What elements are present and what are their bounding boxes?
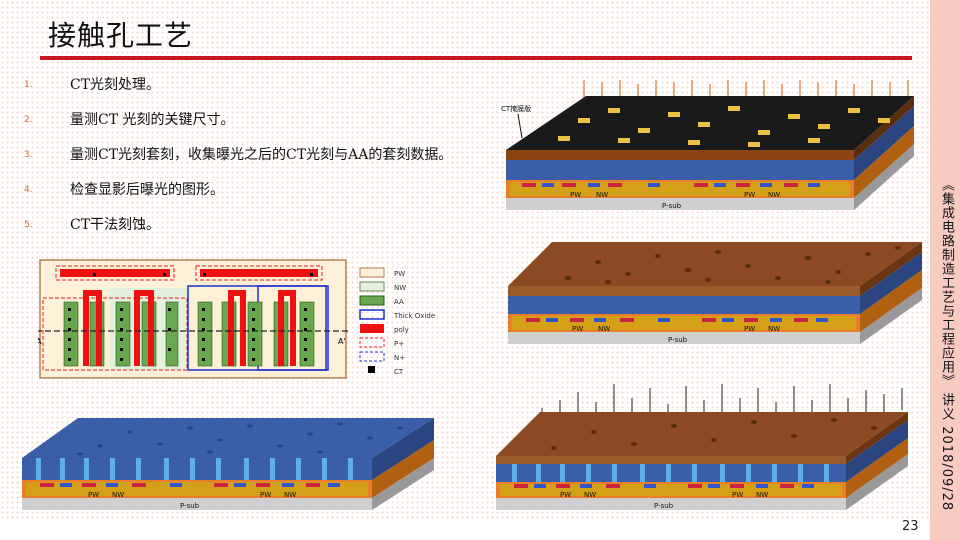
legend-label: AA: [394, 298, 404, 306]
title-rule: [40, 56, 912, 60]
legend-label: PW: [394, 270, 405, 278]
step-number: 2.: [24, 109, 70, 125]
list-item: 3.量测CT光刻套刻，收集曝光之后的CT光刻与AA的套刻数据。: [24, 144, 452, 179]
list-item: 5.CT干法刻蚀。: [24, 214, 452, 249]
psub-label: P-sub: [662, 202, 682, 210]
pw-label: PW: [560, 491, 571, 499]
pw-label: PW: [744, 191, 755, 199]
pw-label: PW: [88, 491, 99, 499]
cross-section-developed: PW NW PW NW P-sub: [508, 238, 926, 350]
nw-label: NW: [584, 491, 596, 499]
lecture-note-label: 《集成电路制造工艺与工程应用》 讲义 2018/09/28: [934, 178, 956, 518]
step-text: CT干法刻蚀。: [70, 214, 160, 234]
nw-label: NW: [112, 491, 124, 499]
nw-label: NW: [596, 191, 608, 199]
step-text: 量测CT光刻套刻，收集曝光之后的CT光刻与AA的套刻数据。: [70, 144, 452, 164]
nw-label: NW: [768, 325, 780, 333]
list-item: 1.CT光刻处理。: [24, 74, 452, 109]
layout-label-a: A: [38, 337, 42, 346]
legend-label: NW: [394, 284, 406, 292]
legend-label: CT: [394, 368, 404, 376]
legend-label: P+: [394, 340, 404, 348]
step-text: 检查显影后曝光的图形。: [70, 179, 224, 199]
step-number: 3.: [24, 144, 70, 160]
pw-label: PW: [732, 491, 743, 499]
step-text: CT光刻处理。: [70, 74, 160, 94]
pw-label: PW: [572, 325, 583, 333]
step-text: 量测CT 光刻的关键尺寸。: [70, 109, 235, 129]
cross-section-etch: PW NW PW NW P-sub: [494, 380, 914, 512]
page-number: 23: [902, 519, 919, 534]
step-number: 1.: [24, 74, 70, 90]
step-number: 4.: [24, 179, 70, 195]
nw-label: NW: [756, 491, 768, 499]
step-number: 5.: [24, 214, 70, 230]
background-footer: [0, 520, 930, 540]
psub-label: P-sub: [180, 502, 200, 510]
pw-label: PW: [744, 325, 755, 333]
nw-label: NW: [768, 191, 780, 199]
psub-label: P-sub: [654, 502, 674, 510]
legend-label: Thick Oxide: [393, 312, 435, 320]
pw-label: PW: [570, 191, 581, 199]
mask-label: CT掩膜版: [501, 104, 531, 113]
pw-label: PW: [260, 491, 271, 499]
list-item: 4.检查显影后曝光的图形。: [24, 179, 452, 214]
cross-section-contact: PW NW PW NW P-sub: [20, 416, 444, 520]
page-title: 接触孔工艺: [48, 14, 193, 54]
psub-label: P-sub: [668, 336, 688, 344]
layout-legend: PW NW AA Thick Oxide poly P+ N+ CT: [360, 268, 435, 376]
cross-section-exposure: CT掩膜版 PW NW PW NW P-sub: [498, 78, 916, 214]
legend-label: poly: [394, 326, 409, 334]
nw-label: NW: [284, 491, 296, 499]
layout-label-a-prime: A': [338, 337, 346, 346]
legend-label: N+: [394, 354, 405, 362]
list-item: 2.量测CT 光刻的关键尺寸。: [24, 109, 452, 144]
layout-top-view: A A' PW NW AA Thick Oxide poly P+ N+ CT: [38, 258, 450, 384]
step-list: 1.CT光刻处理。 2.量测CT 光刻的关键尺寸。 3.量测CT光刻套刻，收集曝…: [24, 74, 452, 249]
nw-label: NW: [598, 325, 610, 333]
